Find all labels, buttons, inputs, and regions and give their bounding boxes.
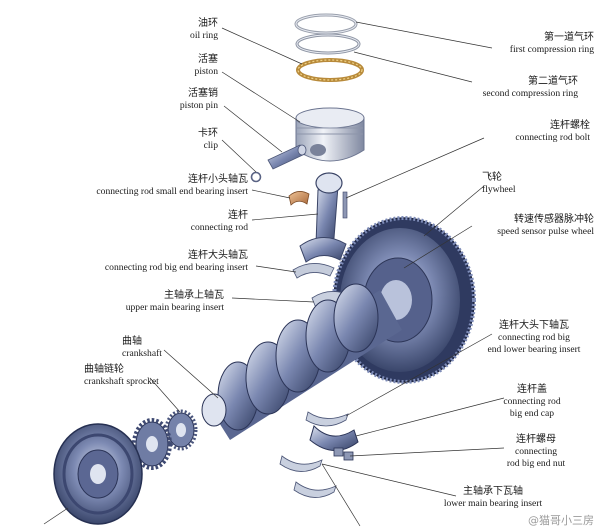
label-connecting-rod: 连杆 connecting rod [190,210,248,233]
label-oil-ring: 油环 oil ring [190,18,218,41]
clip [250,171,262,183]
big-end-lower-bearing-insert [305,411,349,427]
label-small-end-insert: 连杆小头轴瓦 connecting rod small end bearing … [96,174,248,197]
label-piston-pin: 活塞销 piston pin [179,88,218,111]
connecting-rod [299,172,348,263]
big-end-cap [309,425,359,451]
label-first-ring: 第一道气环 first compression ring [509,32,594,55]
label-upper-main-insert: 主轴承上轴瓦 upper main bearing insert [125,290,224,313]
label-crankshaft: 曲轴 crankshaft [122,336,162,359]
watermark: @猫哥小三房 [528,514,594,527]
label-big-end-lower-insert: 连杆大头下轴瓦 connecting rod big end lower bea… [487,320,581,355]
label-big-end-insert: 连杆大头轴瓦 connecting rod big end bearing in… [104,250,248,273]
big-end-bearing-insert [292,263,335,279]
piston-rings [294,13,364,82]
piston [295,107,365,162]
label-clip: 卡环 clip [198,128,218,151]
label-piston: 活塞 piston [194,54,218,77]
pulley [53,423,143,525]
label-rod-bolt: 连杆螺栓 connecting rod bolt [515,120,590,143]
piston-pin [267,144,307,170]
timing-gear [132,418,172,470]
label-big-end-nut: 连杆螺母 connecting rod big end nut [506,434,566,469]
crankshaft [201,283,402,440]
label-second-ring: 第二道气环 second compression ring [482,76,578,99]
label-pulse-wheel: 转速传感器脉冲轮 speed sensor pulse wheel [497,214,594,237]
small-end-bearing-insert [288,191,310,206]
lower-main-bearing-insert [279,455,337,498]
label-lower-main-insert: 主轴承下瓦轴 lower main bearing insert [443,486,543,509]
leader-lines [43,21,505,527]
label-big-end-cap: 连杆盖 connecting rod big end cap [503,384,561,419]
label-crankshaft-sprocket: 曲轴链轮 crankshaft sprocket [84,364,159,387]
label-flywheel: 飞轮 flywheel [482,172,516,195]
